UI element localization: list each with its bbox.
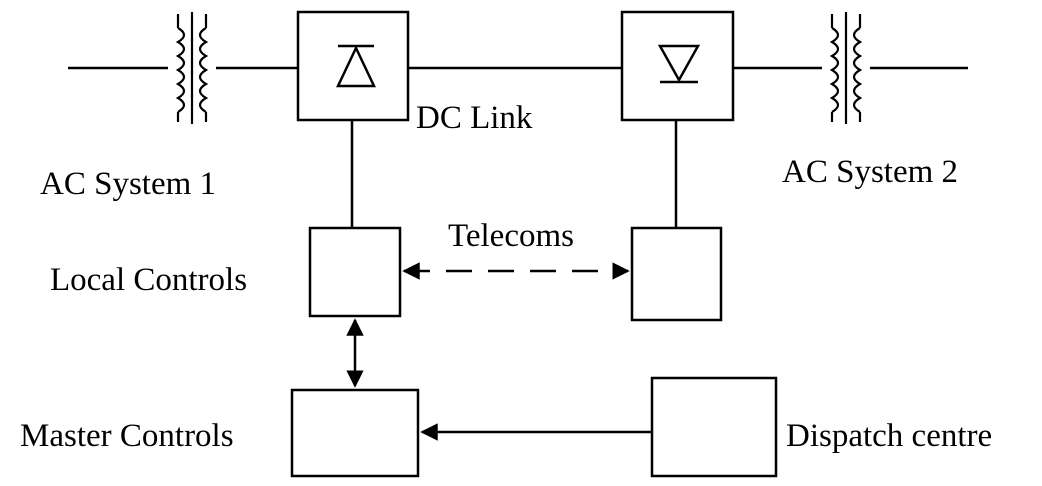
transformer-2-icon <box>822 12 870 124</box>
telecoms-label: Telecoms <box>448 218 574 254</box>
local-controls-box-2 <box>630 226 723 322</box>
ac-system-1-label: AC System 1 <box>40 166 216 202</box>
dispatch-centre-label: Dispatch centre <box>786 418 992 454</box>
ac-system-2-label: AC System 2 <box>782 154 958 190</box>
dc-link-label: DC Link <box>416 100 533 136</box>
dispatch-centre-box <box>650 376 778 478</box>
transformer-1-icon <box>168 12 216 124</box>
master-controls-label: Master Controls <box>20 418 234 454</box>
converter-1-box <box>296 10 410 122</box>
rectifier-icon <box>336 44 376 88</box>
local-controls-box-1 <box>308 226 402 318</box>
master-controls-box <box>290 388 420 478</box>
converter-2-box <box>620 10 735 122</box>
inverter-icon <box>657 44 701 84</box>
local-controls-label: Local Controls <box>50 262 247 298</box>
